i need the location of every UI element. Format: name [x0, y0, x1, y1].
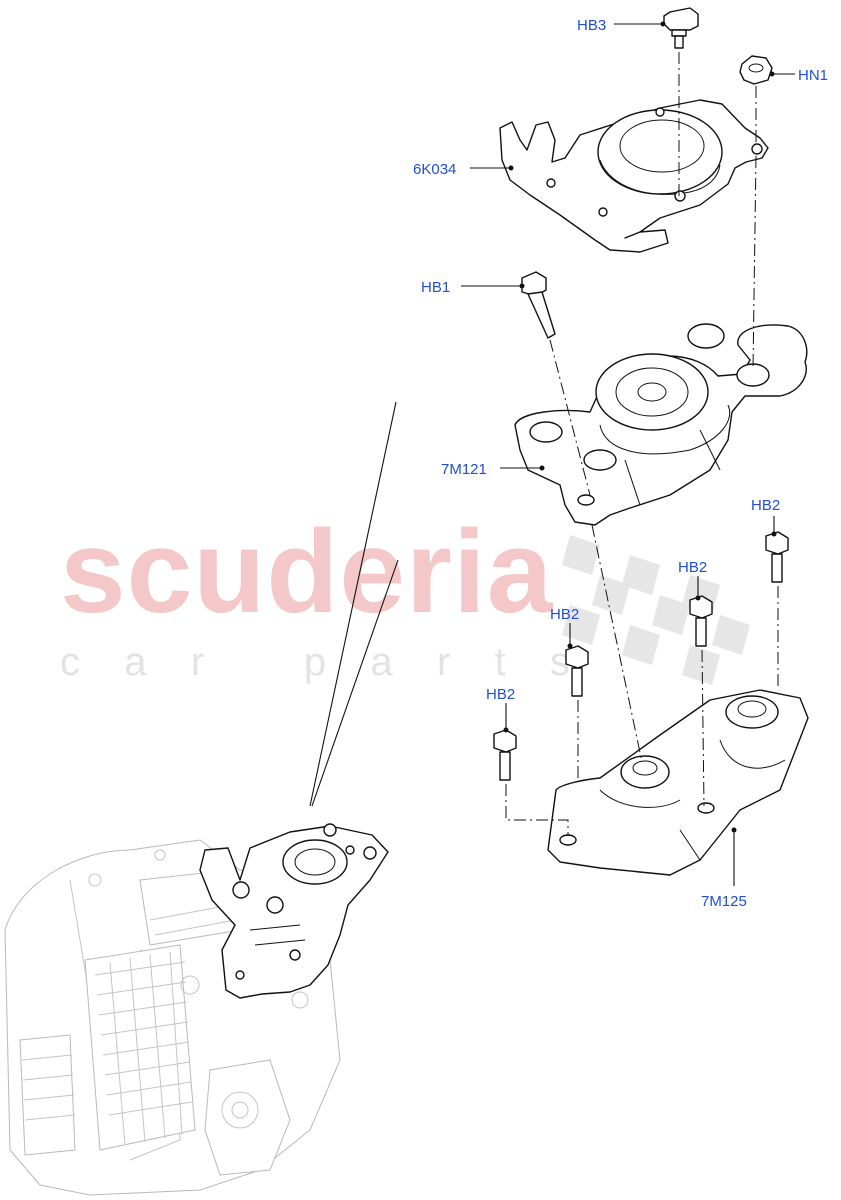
label-hb2-a: HB2: [751, 497, 780, 514]
label-hb2-b: HB2: [678, 559, 707, 576]
bracket-6k034[interactable]: [499, 99, 769, 253]
label-hb2-d: HB2: [486, 686, 515, 703]
bolt-hb2-b[interactable]: [689, 595, 713, 647]
callout-7m121: 7M121: [441, 461, 545, 478]
callout-hb3: HB3: [577, 17, 666, 34]
location-line-upper: [309, 401, 397, 807]
nut-hn1[interactable]: [739, 55, 773, 85]
label-hn1: HN1: [798, 67, 828, 84]
bolt-hb3[interactable]: [663, 7, 699, 49]
checkered-flag-icon: [562, 535, 750, 685]
label-hb2-c: HB2: [550, 606, 579, 623]
callout-hb2-b: HB2: [678, 559, 707, 601]
location-line-lower: [311, 559, 399, 807]
callout-hb2-a: HB2: [751, 497, 780, 537]
callout-6k034: 6K034: [413, 161, 514, 178]
assembly-centerlines: [505, 52, 779, 836]
callout-hb2-d: HB2: [486, 686, 515, 733]
mount-7m121[interactable]: [514, 323, 808, 526]
callout-7m125: 7M125: [701, 827, 747, 910]
label-6k034: 6K034: [413, 161, 456, 178]
bracket-7m125[interactable]: [547, 689, 809, 876]
bolt-hb2-a[interactable]: [765, 531, 789, 583]
callout-hn1: HN1: [769, 67, 828, 84]
watermark-brand: scuderia: [60, 506, 554, 638]
callout-hb2-c: HB2: [550, 606, 579, 649]
label-7m125: 7M125: [701, 893, 747, 910]
watermark: scuderia car parts: [60, 506, 750, 685]
bolt-hb1[interactable]: [521, 271, 556, 339]
installed-mount: [199, 823, 389, 999]
label-hb3: HB3: [577, 17, 606, 34]
label-hb1: HB1: [421, 279, 450, 296]
bolt-hb2-c[interactable]: [565, 645, 589, 697]
bolt-hb2-d[interactable]: [493, 729, 517, 781]
watermark-sub: car parts: [60, 640, 570, 684]
label-7m121: 7M121: [441, 461, 487, 478]
callout-hb1: HB1: [421, 279, 525, 296]
